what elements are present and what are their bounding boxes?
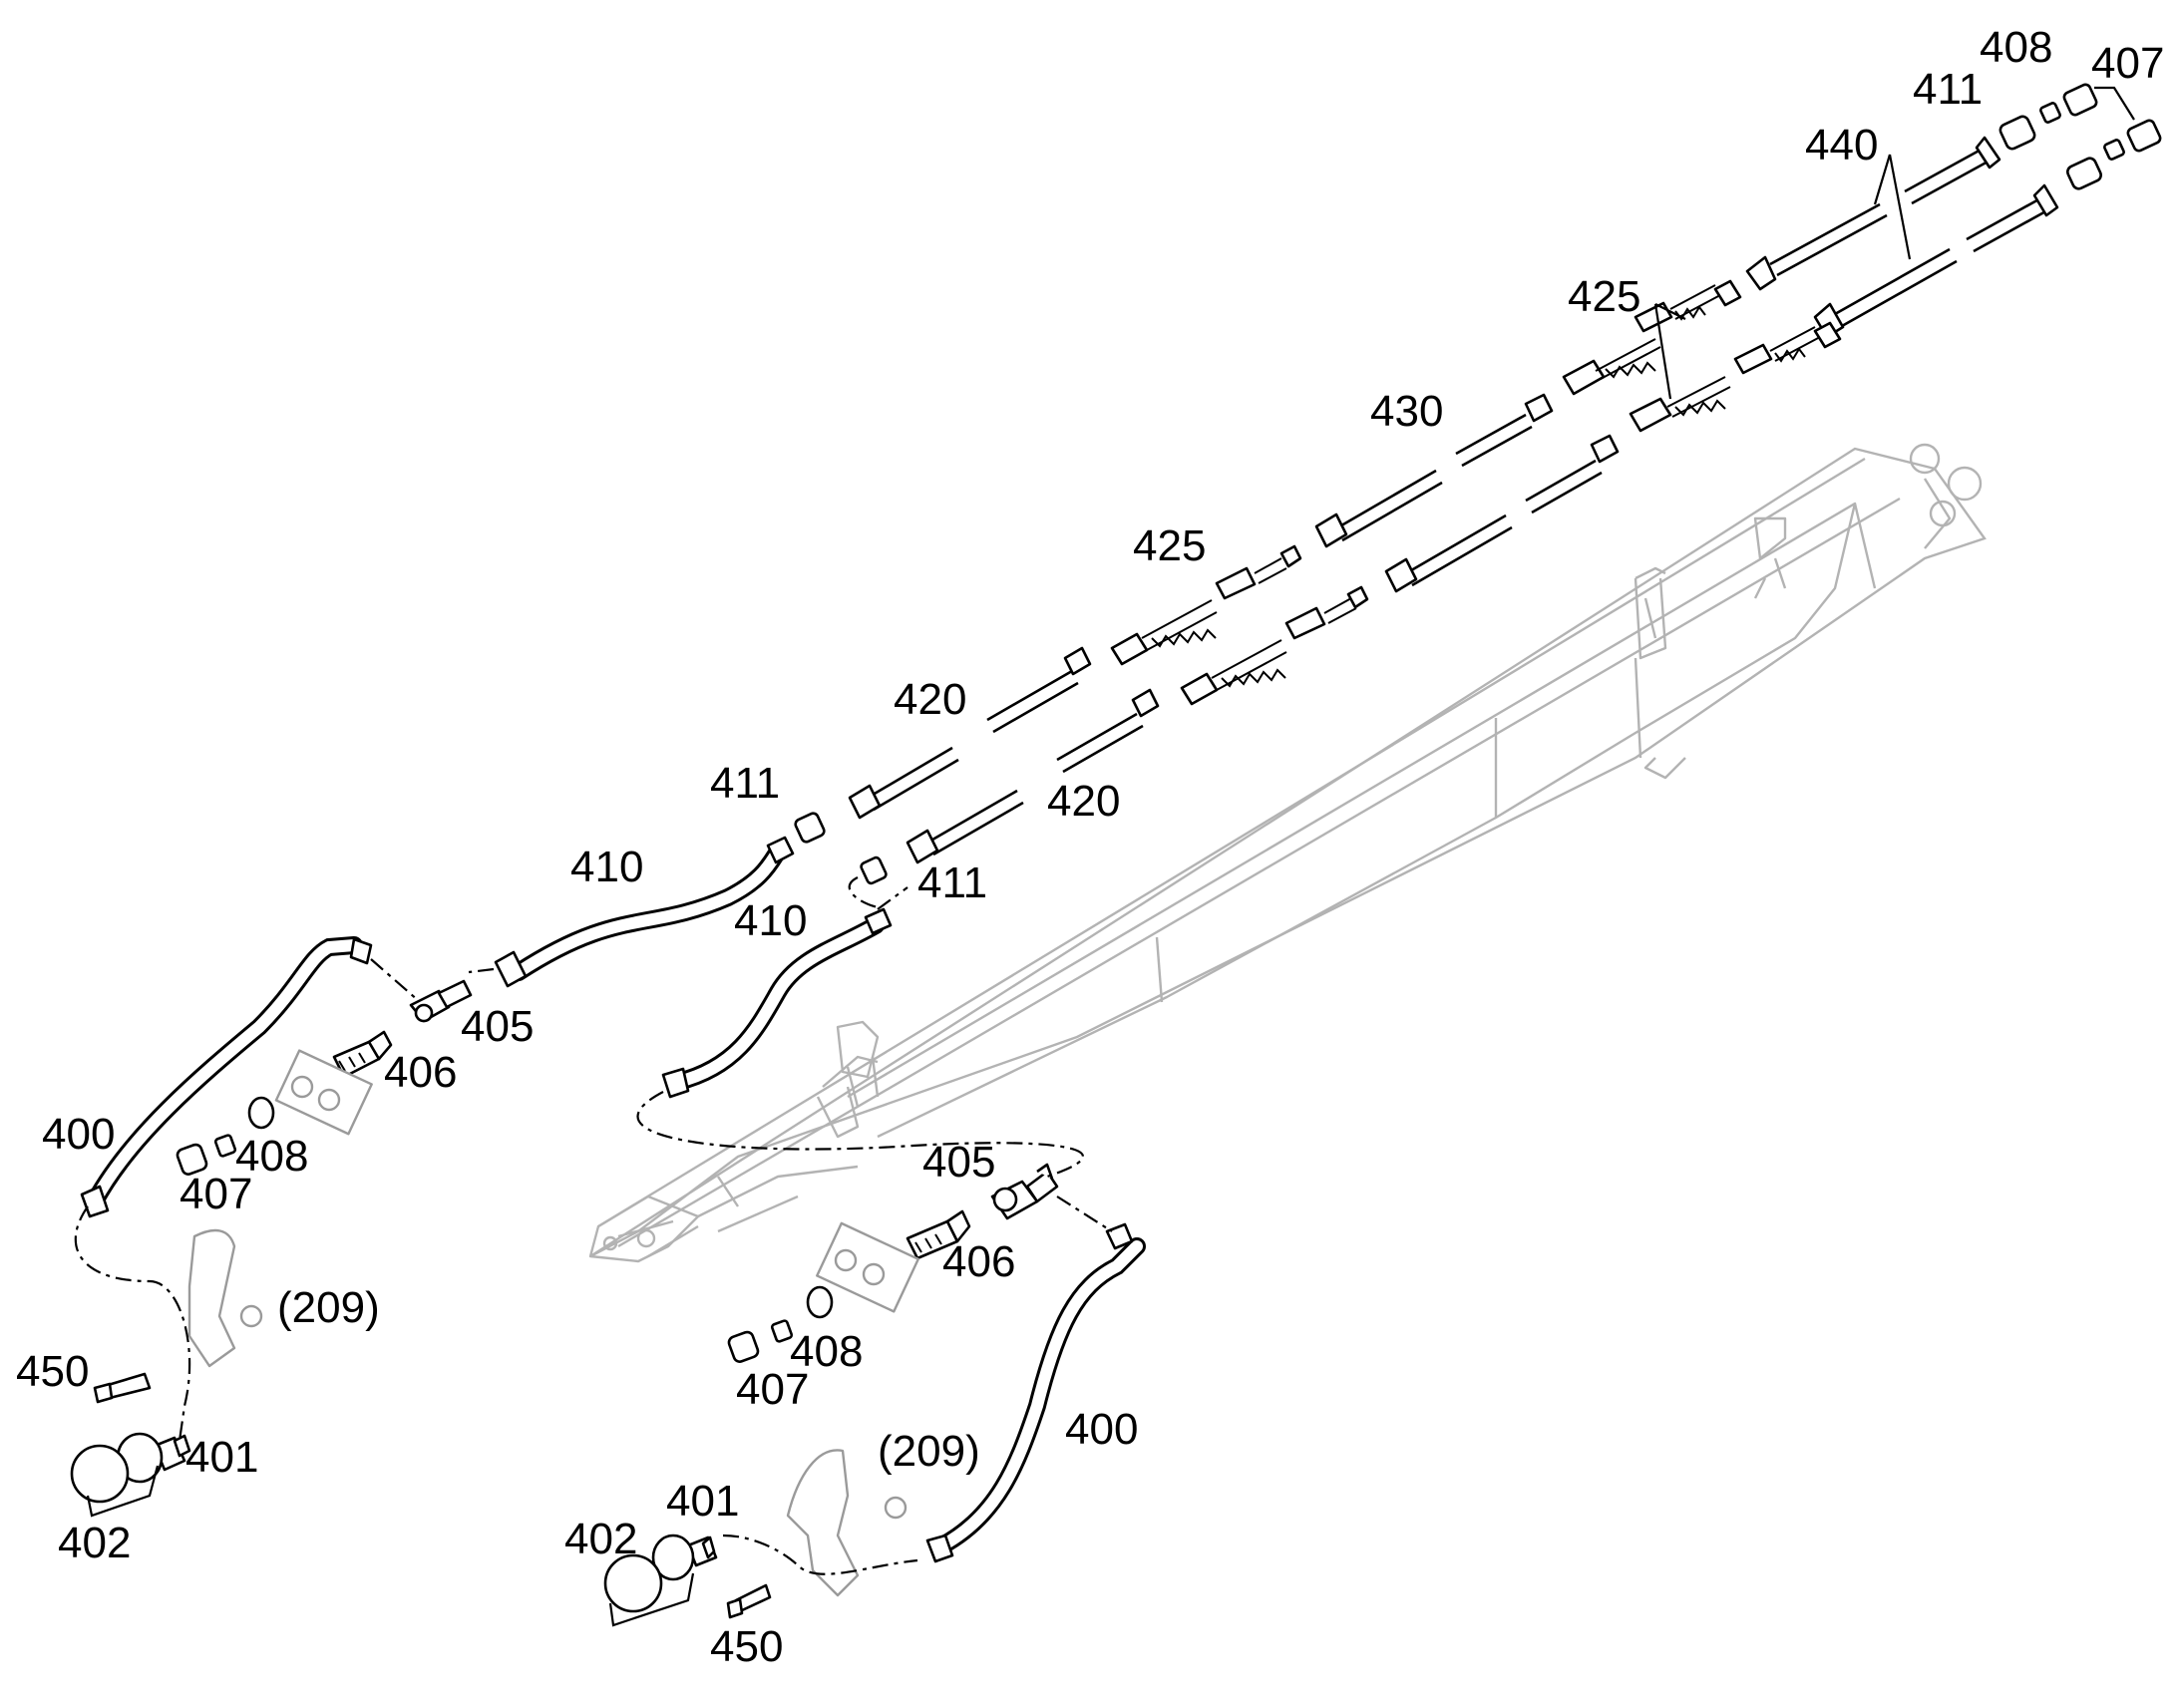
label-407-a: 407 xyxy=(180,1170,252,1218)
pipe-440-upper xyxy=(1745,136,2001,291)
part-labels: 408 407 411 440 425 430 425 420 420 411 … xyxy=(16,23,2164,1671)
left-assembly xyxy=(70,936,473,1518)
label-420-b: 420 xyxy=(1047,777,1120,826)
pipe-420 xyxy=(848,646,1160,864)
label-411-b: 411 xyxy=(917,858,987,907)
hose-410-upper xyxy=(494,836,795,988)
hose-410-lower xyxy=(661,907,893,1099)
label-440: 440 xyxy=(1805,121,1878,170)
label-401-b: 401 xyxy=(666,1477,739,1526)
label-410-b: 410 xyxy=(734,896,807,945)
label-411-a: 411 xyxy=(710,759,780,808)
boom-arm xyxy=(588,443,1987,1263)
label-400-b: 400 xyxy=(1065,1405,1138,1454)
label-411-top: 411 xyxy=(1913,65,1983,114)
label-450-a: 450 xyxy=(16,1347,89,1396)
label-405-b: 405 xyxy=(922,1138,995,1187)
lower-assembly xyxy=(603,1163,1146,1627)
label-209-b: (209) xyxy=(878,1427,980,1476)
pipe-430 xyxy=(1314,393,1620,593)
label-425-top: 425 xyxy=(1568,272,1640,321)
leader-lines xyxy=(1653,86,2135,400)
dashed-connections xyxy=(74,876,1113,1575)
label-420-a: 420 xyxy=(894,675,966,724)
coupling-425-upper xyxy=(1562,279,1842,433)
label-430: 430 xyxy=(1370,387,1443,436)
label-425-mid: 425 xyxy=(1133,521,1206,570)
label-410-a: 410 xyxy=(570,843,643,891)
coupling-425-mid xyxy=(1110,544,1369,706)
label-450-b: 450 xyxy=(710,1622,783,1671)
label-408-a: 408 xyxy=(235,1132,308,1181)
label-407-top: 407 xyxy=(2091,39,2164,88)
label-408-b: 408 xyxy=(790,1327,863,1376)
fittings-408-407-411-top xyxy=(1998,83,2162,190)
label-408-top: 408 xyxy=(1980,23,2052,72)
label-209-a: (209) xyxy=(277,1283,380,1332)
label-406-b: 406 xyxy=(942,1237,1015,1286)
label-405-a: 405 xyxy=(461,1002,534,1051)
label-401-a: 401 xyxy=(185,1433,258,1482)
label-400-a: 400 xyxy=(42,1110,115,1159)
label-406-a: 406 xyxy=(384,1048,457,1097)
label-407-b: 407 xyxy=(736,1365,809,1414)
label-402-a: 402 xyxy=(58,1519,131,1567)
fittings-411-mid xyxy=(794,812,888,885)
label-402-b: 402 xyxy=(564,1515,637,1563)
pipe-440-lower xyxy=(1813,183,2059,339)
